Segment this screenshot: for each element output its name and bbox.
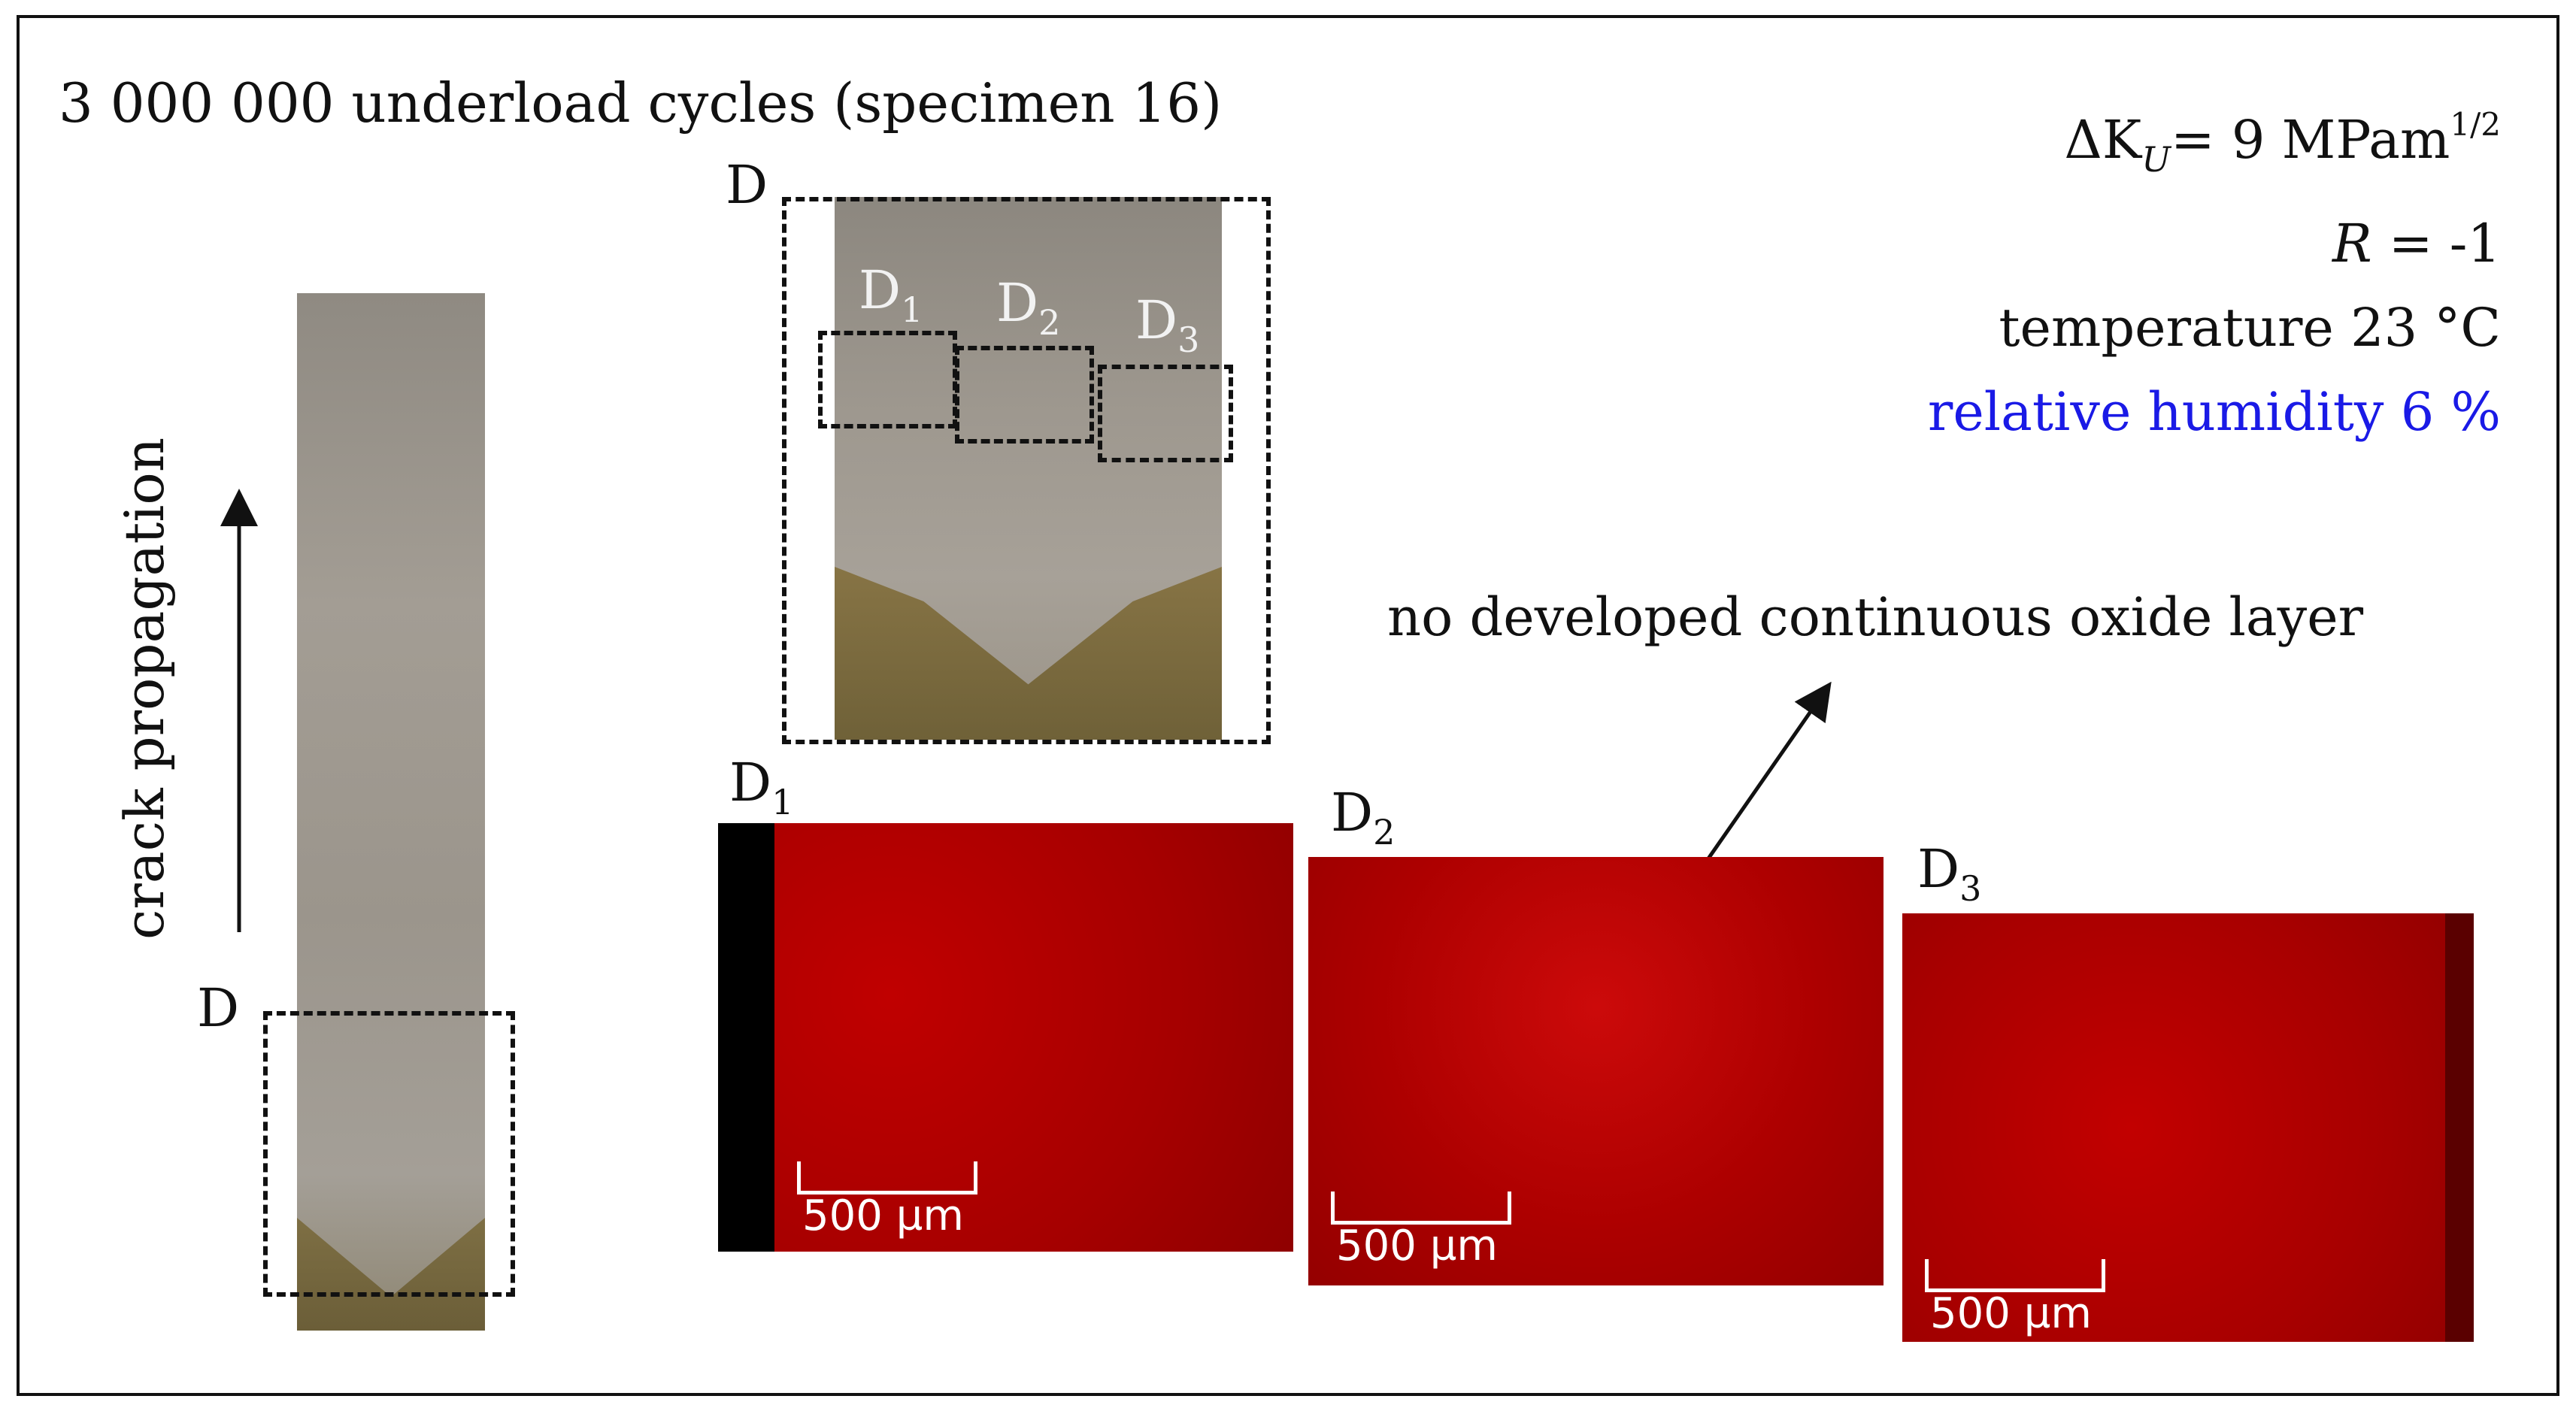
humidity-line: relative humidity 6 % (1927, 381, 2501, 443)
map-d3-dark-edge (2445, 913, 2474, 1342)
scale-bar-d3 (1925, 1259, 2105, 1292)
eds-map-d1: 500 µm (718, 823, 1293, 1252)
scale-bar-d1 (797, 1161, 977, 1195)
region-d-box-large (782, 197, 1271, 744)
map-d3-label: D3 (1917, 838, 1982, 909)
region-d-label-small: D (197, 977, 240, 1039)
scale-bar-d2-text: 500 µm (1336, 1222, 1498, 1270)
oxide-annotation: no developed continuous oxide layer (1387, 586, 2364, 648)
r-ratio-line: R = -1 (2332, 213, 2501, 274)
sub-region-d2-label: D2 (996, 272, 1061, 343)
figure-title: 3 000 000 underload cycles (specimen 16) (59, 71, 1223, 135)
eds-map-d2: 500 µm (1308, 857, 1884, 1285)
fracture-surface-full (297, 293, 485, 1331)
region-d-box-small (263, 1011, 515, 1297)
map-d2-label: D2 (1331, 782, 1396, 852)
temperature-line: temperature 23 °C (1999, 297, 2501, 359)
sub-region-d3-box (1098, 365, 1233, 462)
scale-bar-d3-text: 500 µm (1930, 1289, 2092, 1338)
scale-bar-d2 (1331, 1191, 1511, 1225)
region-d-label-large: D (726, 154, 768, 216)
test-parameters: ΔKU= 9 MPam1/2 R = -1 temperature 23 °C … (1928, 83, 2501, 454)
sub-region-d3-label: D3 (1135, 289, 1200, 360)
sub-region-d1-box (818, 331, 957, 428)
sub-region-d1-label: D1 (859, 259, 923, 330)
fracture-surface-region-d (835, 197, 1222, 740)
scale-bar-d1-text: 500 µm (802, 1191, 964, 1240)
map-d1-label: D1 (729, 752, 794, 822)
delta-k-line: ΔKU= 9 MPam1/2 (2064, 106, 2501, 180)
figure-frame (17, 15, 2559, 1396)
eds-map-d3: 500 µm (1902, 913, 2474, 1342)
map-d1-dark-edge (718, 823, 774, 1252)
sub-region-d2-box (955, 346, 1094, 444)
